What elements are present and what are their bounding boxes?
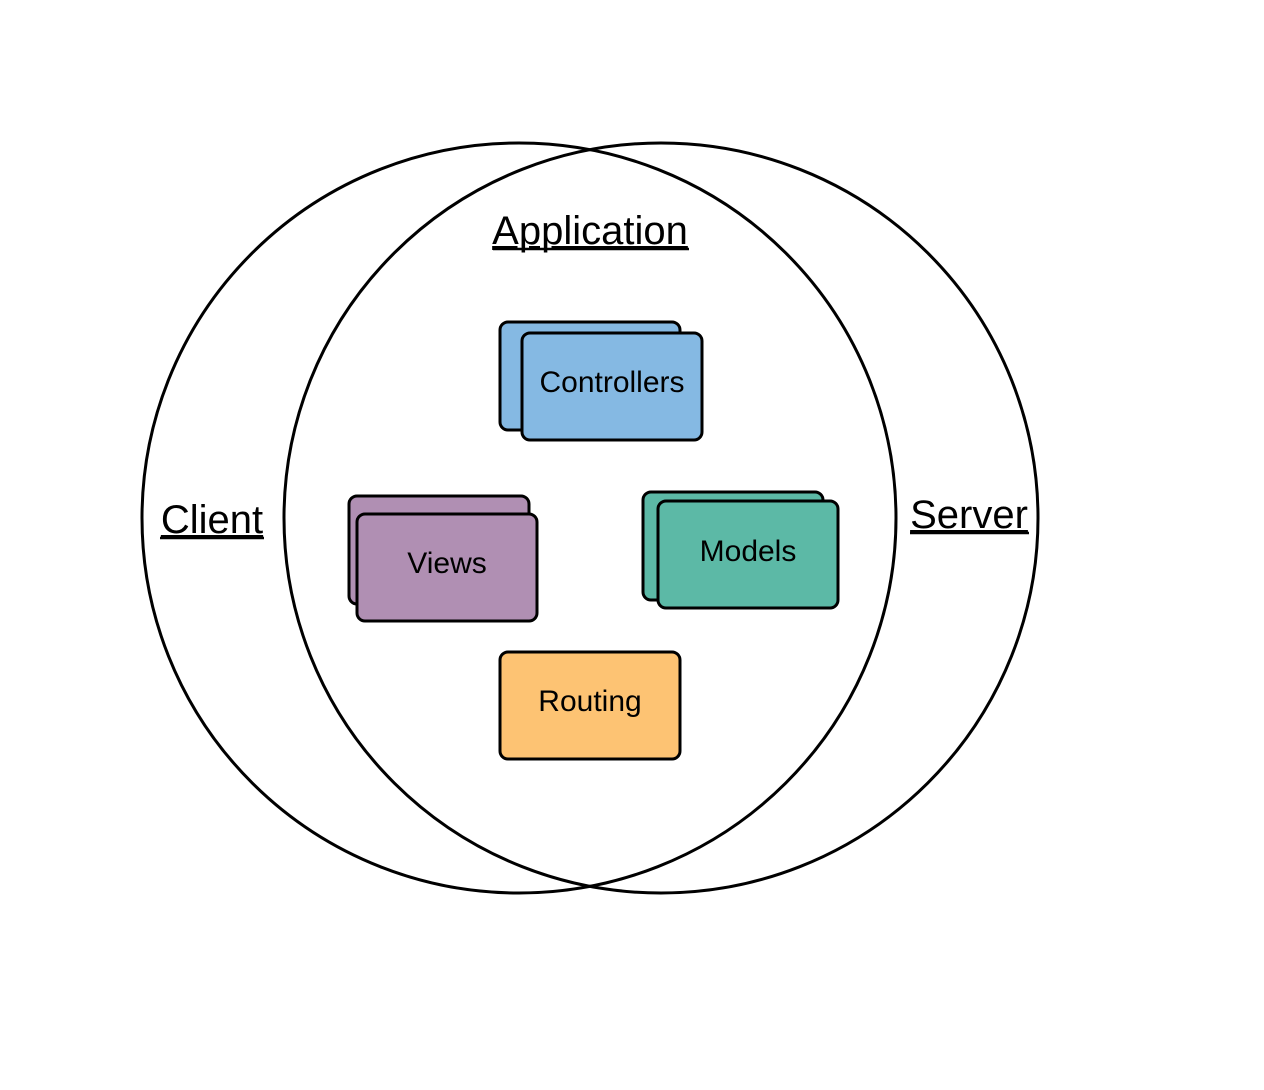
views-label: Views — [407, 547, 486, 580]
routing-block: Routing — [498, 650, 682, 761]
client-circle — [140, 141, 898, 895]
controllers-box-front — [520, 331, 704, 442]
routing-box — [498, 650, 682, 761]
controllers-label: Controllers — [539, 366, 684, 399]
models-label: Models — [700, 535, 797, 568]
views-block: Views — [347, 494, 539, 623]
models-box-front — [656, 499, 840, 610]
client-label: Client — [161, 498, 263, 542]
models-block: Models — [641, 490, 840, 610]
server-circle — [282, 141, 1040, 895]
application-label: Application — [492, 209, 688, 253]
server-label: Server — [910, 493, 1028, 537]
routing-label: Routing — [538, 685, 641, 718]
views-box-front — [355, 512, 539, 623]
controllers-block: Controllers — [498, 320, 704, 442]
